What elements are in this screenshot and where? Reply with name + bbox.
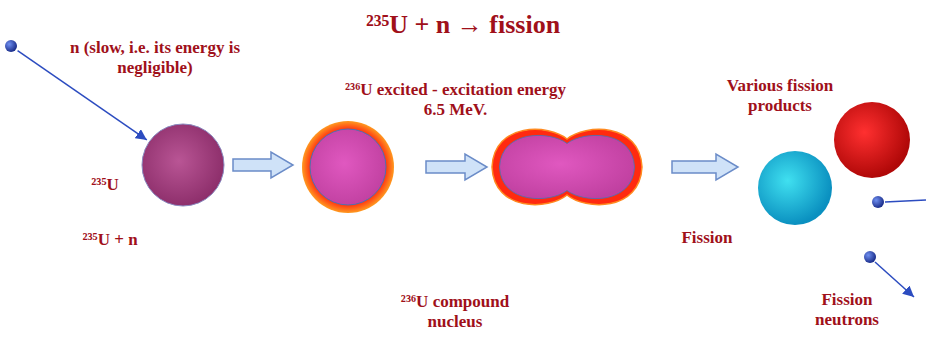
annotation-label: Fission: [652, 228, 762, 248]
node-text: ²³⁵U: [75, 175, 135, 195]
fission-fragment: [758, 151, 832, 225]
node-shape: [492, 129, 642, 204]
nucleus-node: ²³⁵U: [141, 123, 225, 207]
neutron-dot: [864, 251, 876, 263]
excitation-ring: [302, 121, 394, 213]
reaction-arrow: [426, 154, 487, 180]
node-text: ²³⁶U excited - excitation energy 6.5 MeV…: [343, 80, 568, 120]
annotation-label: ²³⁵U + n: [50, 230, 170, 250]
neutron-dot: [872, 196, 884, 208]
node-text: Various fission products: [705, 76, 855, 116]
reaction-arrow: [672, 154, 738, 180]
node-outline: [5, 40, 17, 52]
node-outline: [490, 122, 644, 212]
deformed-nucleus: [500, 135, 635, 198]
excitation-ring: [492, 129, 642, 204]
title: ²³⁵U + n → fission: [0, 10, 926, 40]
node-outline: [141, 123, 225, 207]
annotation-label: Fission neutrons: [797, 290, 897, 330]
neutron-track: [875, 262, 914, 297]
node-outline: [755, 98, 915, 228]
fission-neutrons: [864, 196, 926, 297]
node-shape: [5, 40, 17, 52]
neutron-track: [885, 200, 926, 202]
nucleus-node: n (slow, i.e. its energy is negligible): [5, 40, 17, 52]
reaction-arrow: [233, 152, 293, 178]
nucleus-node: Various fission products: [755, 98, 915, 228]
node-text: n (slow, i.e. its energy is negligible): [40, 38, 270, 78]
nucleus-node: ²³⁶U compound nucleus: [490, 122, 644, 212]
nucleus-node: ²³⁶U excited - excitation energy 6.5 MeV…: [301, 120, 395, 214]
node-outline: [301, 120, 395, 214]
node-shape: [302, 121, 394, 213]
nucleus-circle: [310, 129, 386, 205]
fission-fragment: [834, 102, 910, 178]
node-shape: [142, 124, 224, 206]
neutron-dot: [5, 40, 17, 52]
node-text: ²³⁶U compound nucleus: [380, 292, 530, 332]
node-shape: [758, 102, 910, 225]
nucleus-circle: [142, 124, 224, 206]
